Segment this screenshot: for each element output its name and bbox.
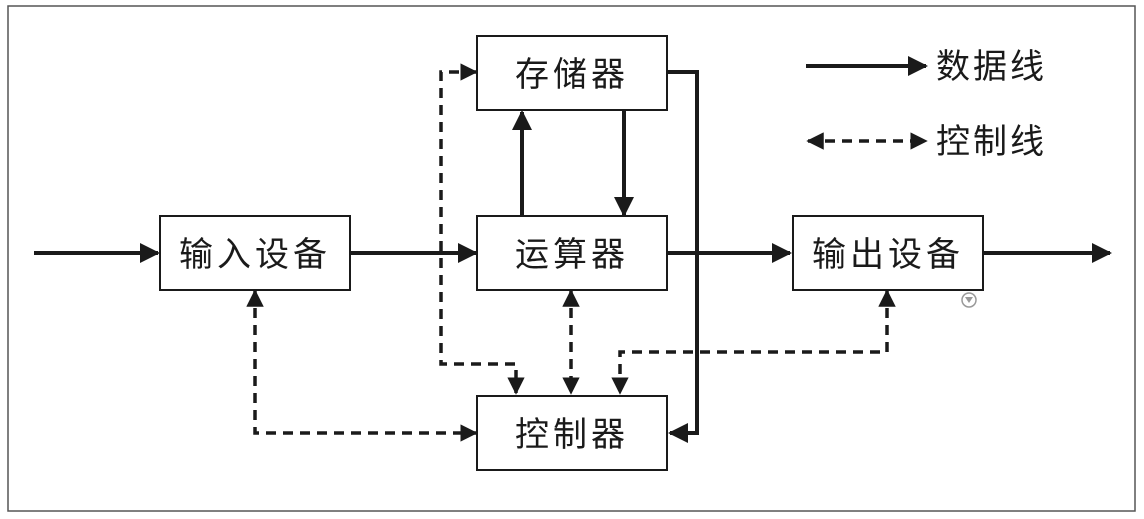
data-line-memory-to-controller <box>667 70 699 443</box>
diagram-frame <box>7 5 1136 512</box>
node-memory: 存储器 <box>476 35 668 111</box>
expand-indicator-icon <box>961 292 977 308</box>
control-line-output-controller <box>611 289 896 395</box>
legend: 数据线 控制线 <box>806 47 1047 162</box>
node-input-device-label: 输入设备 <box>179 235 331 275</box>
node-input-device-box <box>159 215 351 291</box>
node-alu: 运算器 <box>476 215 668 291</box>
node-memory-label: 存储器 <box>515 55 629 95</box>
control-lines <box>246 63 896 442</box>
legend-data-line-label: 数据线 <box>936 47 1047 87</box>
node-controller-box <box>476 395 668 471</box>
node-controller-label: 控制器 <box>515 415 629 455</box>
node-input-device: 输入设备 <box>159 215 351 291</box>
node-output-device: 输出设备 <box>792 215 984 291</box>
legend-control-line-label: 控制线 <box>936 122 1047 162</box>
node-controller: 控制器 <box>476 395 668 471</box>
node-alu-label: 运算器 <box>515 235 629 275</box>
node-output-device-label: 输出设备 <box>812 235 964 275</box>
node-memory-box <box>476 35 668 111</box>
node-alu-box <box>476 215 668 291</box>
node-output-device-box <box>792 215 984 291</box>
control-line-input-controller <box>246 289 478 442</box>
